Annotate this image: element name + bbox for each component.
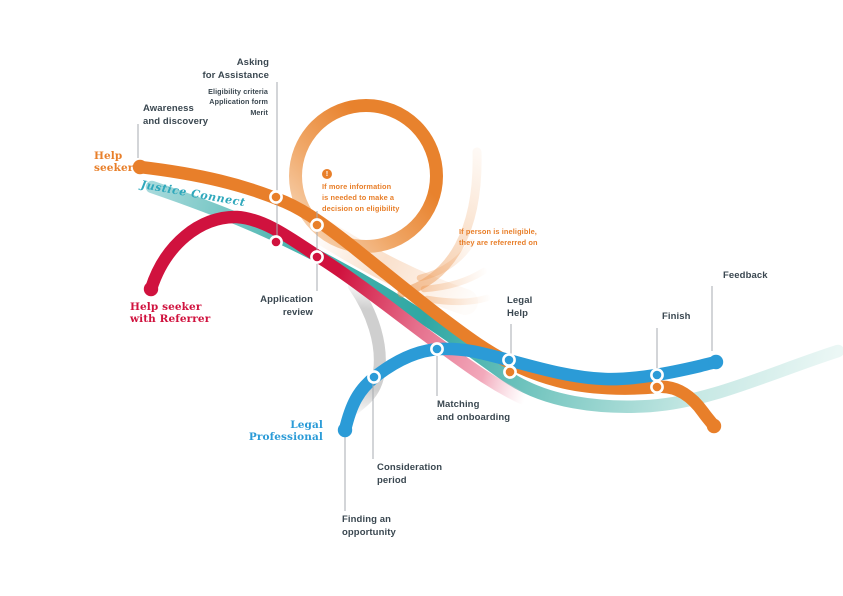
label-help-seeker-referrer: Help seeker with Referrer: [130, 301, 211, 326]
help-seeker-path: [133, 160, 721, 433]
label-matching: Matching and onboarding: [437, 399, 511, 423]
label-help-seeker: Help seeker: [94, 150, 134, 175]
node-referrer-start: [143, 281, 159, 297]
label-legal-help: Legal Help: [507, 295, 533, 319]
node-orange-end: [706, 418, 722, 434]
node-asking-red: [269, 235, 283, 249]
label-asking: Asking for Assistance: [202, 57, 269, 81]
fan-tip-1: [416, 238, 476, 282]
node-matching: [430, 342, 444, 356]
ineligible-arc: [397, 147, 482, 298]
node-asking-orange: [269, 190, 283, 204]
node-legal-help-blue: [502, 353, 516, 367]
label-consideration: Consideration period: [377, 462, 443, 486]
referrer-path: [144, 210, 529, 405]
node-finish-blue: [650, 368, 664, 382]
label-criteria: Eligibility criteria Application form Me…: [208, 87, 268, 117]
annotation-more-info: If more information is needed to make a …: [322, 182, 400, 214]
node-legal-help-orange: [503, 365, 517, 379]
node-finish-orange: [650, 380, 664, 394]
eligibility-loop: [289, 99, 443, 253]
node-legal-professional-start: [337, 422, 353, 438]
label-awareness: Awareness and discovery: [143, 103, 209, 127]
fan-tip-2: [420, 267, 488, 293]
node-feedback-end: [708, 354, 724, 370]
node-review-orange: [310, 218, 324, 232]
label-legal-professional: Legal Professional: [248, 419, 323, 444]
node-consideration: [367, 370, 381, 384]
label-feedback: Feedback: [723, 270, 768, 281]
node-help-seeker-start: [132, 159, 148, 175]
annotation-ineligible: If person is ineligible, they are refere…: [459, 227, 538, 248]
node-review-red: [310, 250, 324, 264]
label-application-review: Application review: [260, 294, 313, 318]
label-finding: Finding an opportunity: [342, 514, 396, 538]
fan-tip-3: [423, 294, 491, 306]
label-finish: Finish: [662, 311, 691, 322]
alert-icon: !: [322, 169, 332, 179]
